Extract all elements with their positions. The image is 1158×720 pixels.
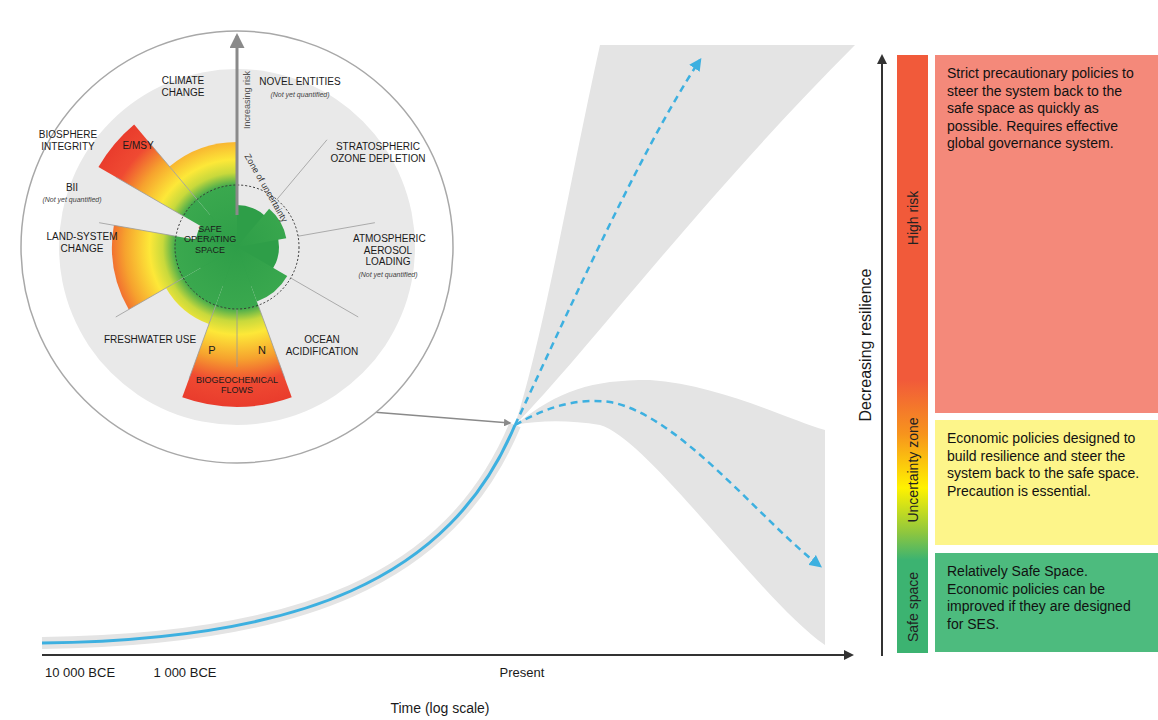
sector-line: [147, 140, 197, 200]
sector-line: [116, 278, 184, 317]
boundary-name: LAND-SYSTEM CHANGE: [42, 231, 122, 254]
inset-circle: [21, 31, 453, 463]
sector-line: [277, 140, 327, 200]
axis-note: Increasing risk: [242, 71, 252, 129]
band-label: High risk: [905, 190, 921, 244]
boundary-note: (Not yet quantified): [270, 91, 329, 99]
sub-boundary: E/MSY: [122, 140, 153, 152]
boundary-name: BIOGEOCHEMICAL FLOWS: [195, 375, 279, 396]
policy-box: Strict precautionary policies to steer t…: [935, 55, 1158, 413]
band-label: Uncertainty zone: [905, 417, 921, 522]
policy-text: Strict precautionary policies to steer t…: [947, 65, 1148, 153]
trajectory-high-risk: [515, 60, 700, 425]
boundary-wedge: [112, 225, 237, 309]
policy-box: Relatively Safe Space. Economic policies…: [935, 553, 1158, 652]
resilience-axis: [881, 56, 883, 656]
boundary-name: STRATOSPHERIC OZONE DEPLETION: [330, 141, 426, 164]
boundary-name: FRESHWATER USE: [104, 334, 196, 346]
sector-line: [258, 305, 285, 378]
boundary-name: OCEAN ACIDIFICATION: [282, 334, 362, 357]
policy-text: Economic policies designed to build resi…: [947, 430, 1148, 500]
boundary-note: (Not yet quantified): [42, 196, 101, 204]
uncertainty-envelope: [515, 380, 825, 645]
policy-box: Economic policies designed to build resi…: [935, 420, 1158, 545]
risk-arrow: [236, 36, 239, 215]
sector-line: [116, 177, 184, 216]
risk-band: High risk: [897, 55, 928, 380]
sector-line: [291, 278, 359, 317]
sector-line: [237, 309, 238, 367]
boundary-name: CLIMATE CHANGE: [148, 75, 218, 98]
time-tick: Present: [500, 666, 545, 681]
sub-boundary: P: [208, 344, 215, 357]
time-tick: 10 000 BCE: [45, 666, 115, 681]
sub-boundary: N: [258, 344, 266, 357]
boundary-note: (Not yet quantified): [358, 271, 417, 279]
inset-pointer: [372, 412, 510, 423]
time-axis: [42, 654, 852, 656]
boundary-name: BIOSPHERE INTEGRITY: [33, 129, 103, 152]
policy-text: Relatively Safe Space. Economic policies…: [947, 563, 1148, 633]
safe-space-label: SAFE OPERATING SPACE: [184, 224, 236, 255]
axis-title: Decreasing resilience: [857, 269, 875, 422]
axis-title: Time (log scale): [390, 700, 489, 716]
risk-band: Safe space: [897, 560, 928, 653]
time-tick: 1 000 BCE: [154, 666, 217, 681]
band-label: Safe space: [905, 571, 921, 641]
boundary-name: NOVEL ENTITIES: [259, 76, 340, 88]
boundary-name: ATMOSPHERIC AEROSOL LOADING: [353, 233, 423, 268]
risk-band: Uncertainty zone: [897, 380, 928, 560]
uncertainty-envelope: [515, 45, 855, 425]
trajectory-safe: [515, 401, 820, 566]
sub-boundary: BII: [66, 182, 78, 194]
